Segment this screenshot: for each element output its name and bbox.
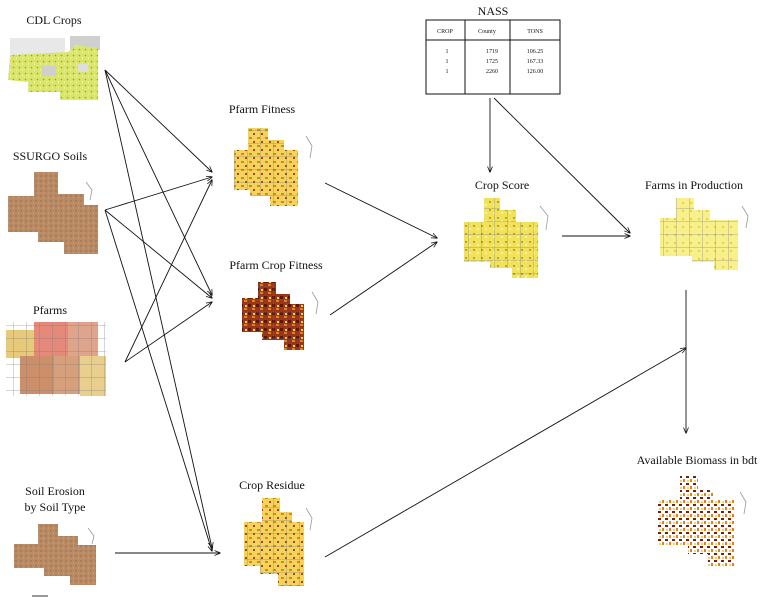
crop-score-map [464,198,549,278]
nass-table: CROP County TONS 1 1719 106.25 1 1725 16… [425,19,561,95]
nass-header-crop: CROP [437,29,453,35]
arrow-cdl-to-pfarm-crop-fitness [104,69,212,295]
pfarms-label: Pfarms [33,303,67,317]
arrow-pfarms-to-pfarm-crop-fitness [124,302,212,363]
soil-erosion-label-line1: Soil Erosion [25,484,85,498]
nass-row3-crop: 1 [446,69,449,75]
cdl-crops-label: CDL Crops [26,13,82,27]
nass-title: NASS [478,4,509,18]
farms-in-production-label: Farms in Production [645,178,743,192]
arrow-ssurgo-to-pfarm-fitness [104,177,212,211]
pfarm-fitness-label: Pfarm Fitness [229,102,296,116]
nass-row3-tons: 126.00 [527,69,544,75]
soil-erosion-label-line2: by Soil Type [25,500,86,514]
pfarm-crop-fitness-map [242,282,319,350]
crop-residue-label: Crop Residue [239,478,305,492]
nass-row2-county: 1725 [486,59,498,65]
soil-erosion-map [14,524,96,597]
pfarms-map [6,322,106,396]
ssurgo-soils-label: SSURGO Soils [13,149,88,163]
available-biomass-map [658,476,747,566]
nass-row2-tons: 167.33 [527,59,544,65]
arrow-pfarm-fitness-to-crop-score [324,182,437,238]
arrow-ssurgo-to-crop-residue [104,209,212,551]
farms-in-production-map [660,198,749,270]
ssurgo-soils-map [8,172,98,254]
nass-header-county: County [478,29,496,35]
arrow-pfarm-crop-fitness-to-crop-score [329,242,437,316]
arrow-pfarms-to-pfarm-fitness [124,180,212,363]
arrow-crop-residue-to-production [324,348,686,558]
nass-header-tons: TONS [527,29,543,35]
arrow-ssurgo-to-pfarm-crop-fitness [104,209,212,298]
arrow-cdl-to-pfarm-fitness [104,69,212,172]
pfarm-crop-fitness-label: Pfarm Crop Fitness [229,258,323,272]
cdl-crops-map [8,36,100,100]
available-biomass-label: Available Biomass in bdt [637,453,758,467]
crop-score-label: Crop Score [475,178,529,192]
crop-residue-map [244,498,313,586]
pfarm-fitness-map [234,128,313,206]
nass-row1-county: 1719 [486,49,498,55]
arrow-cdl-to-crop-residue [104,69,212,548]
arrow-nass-to-farms-in-production [493,97,630,233]
nass-row1-crop: 1 [446,49,449,55]
nass-row1-tons: 106.25 [527,49,544,55]
arrows [104,69,686,558]
nass-row3-county: 2260 [486,69,498,75]
nass-row2-crop: 1 [446,59,449,65]
